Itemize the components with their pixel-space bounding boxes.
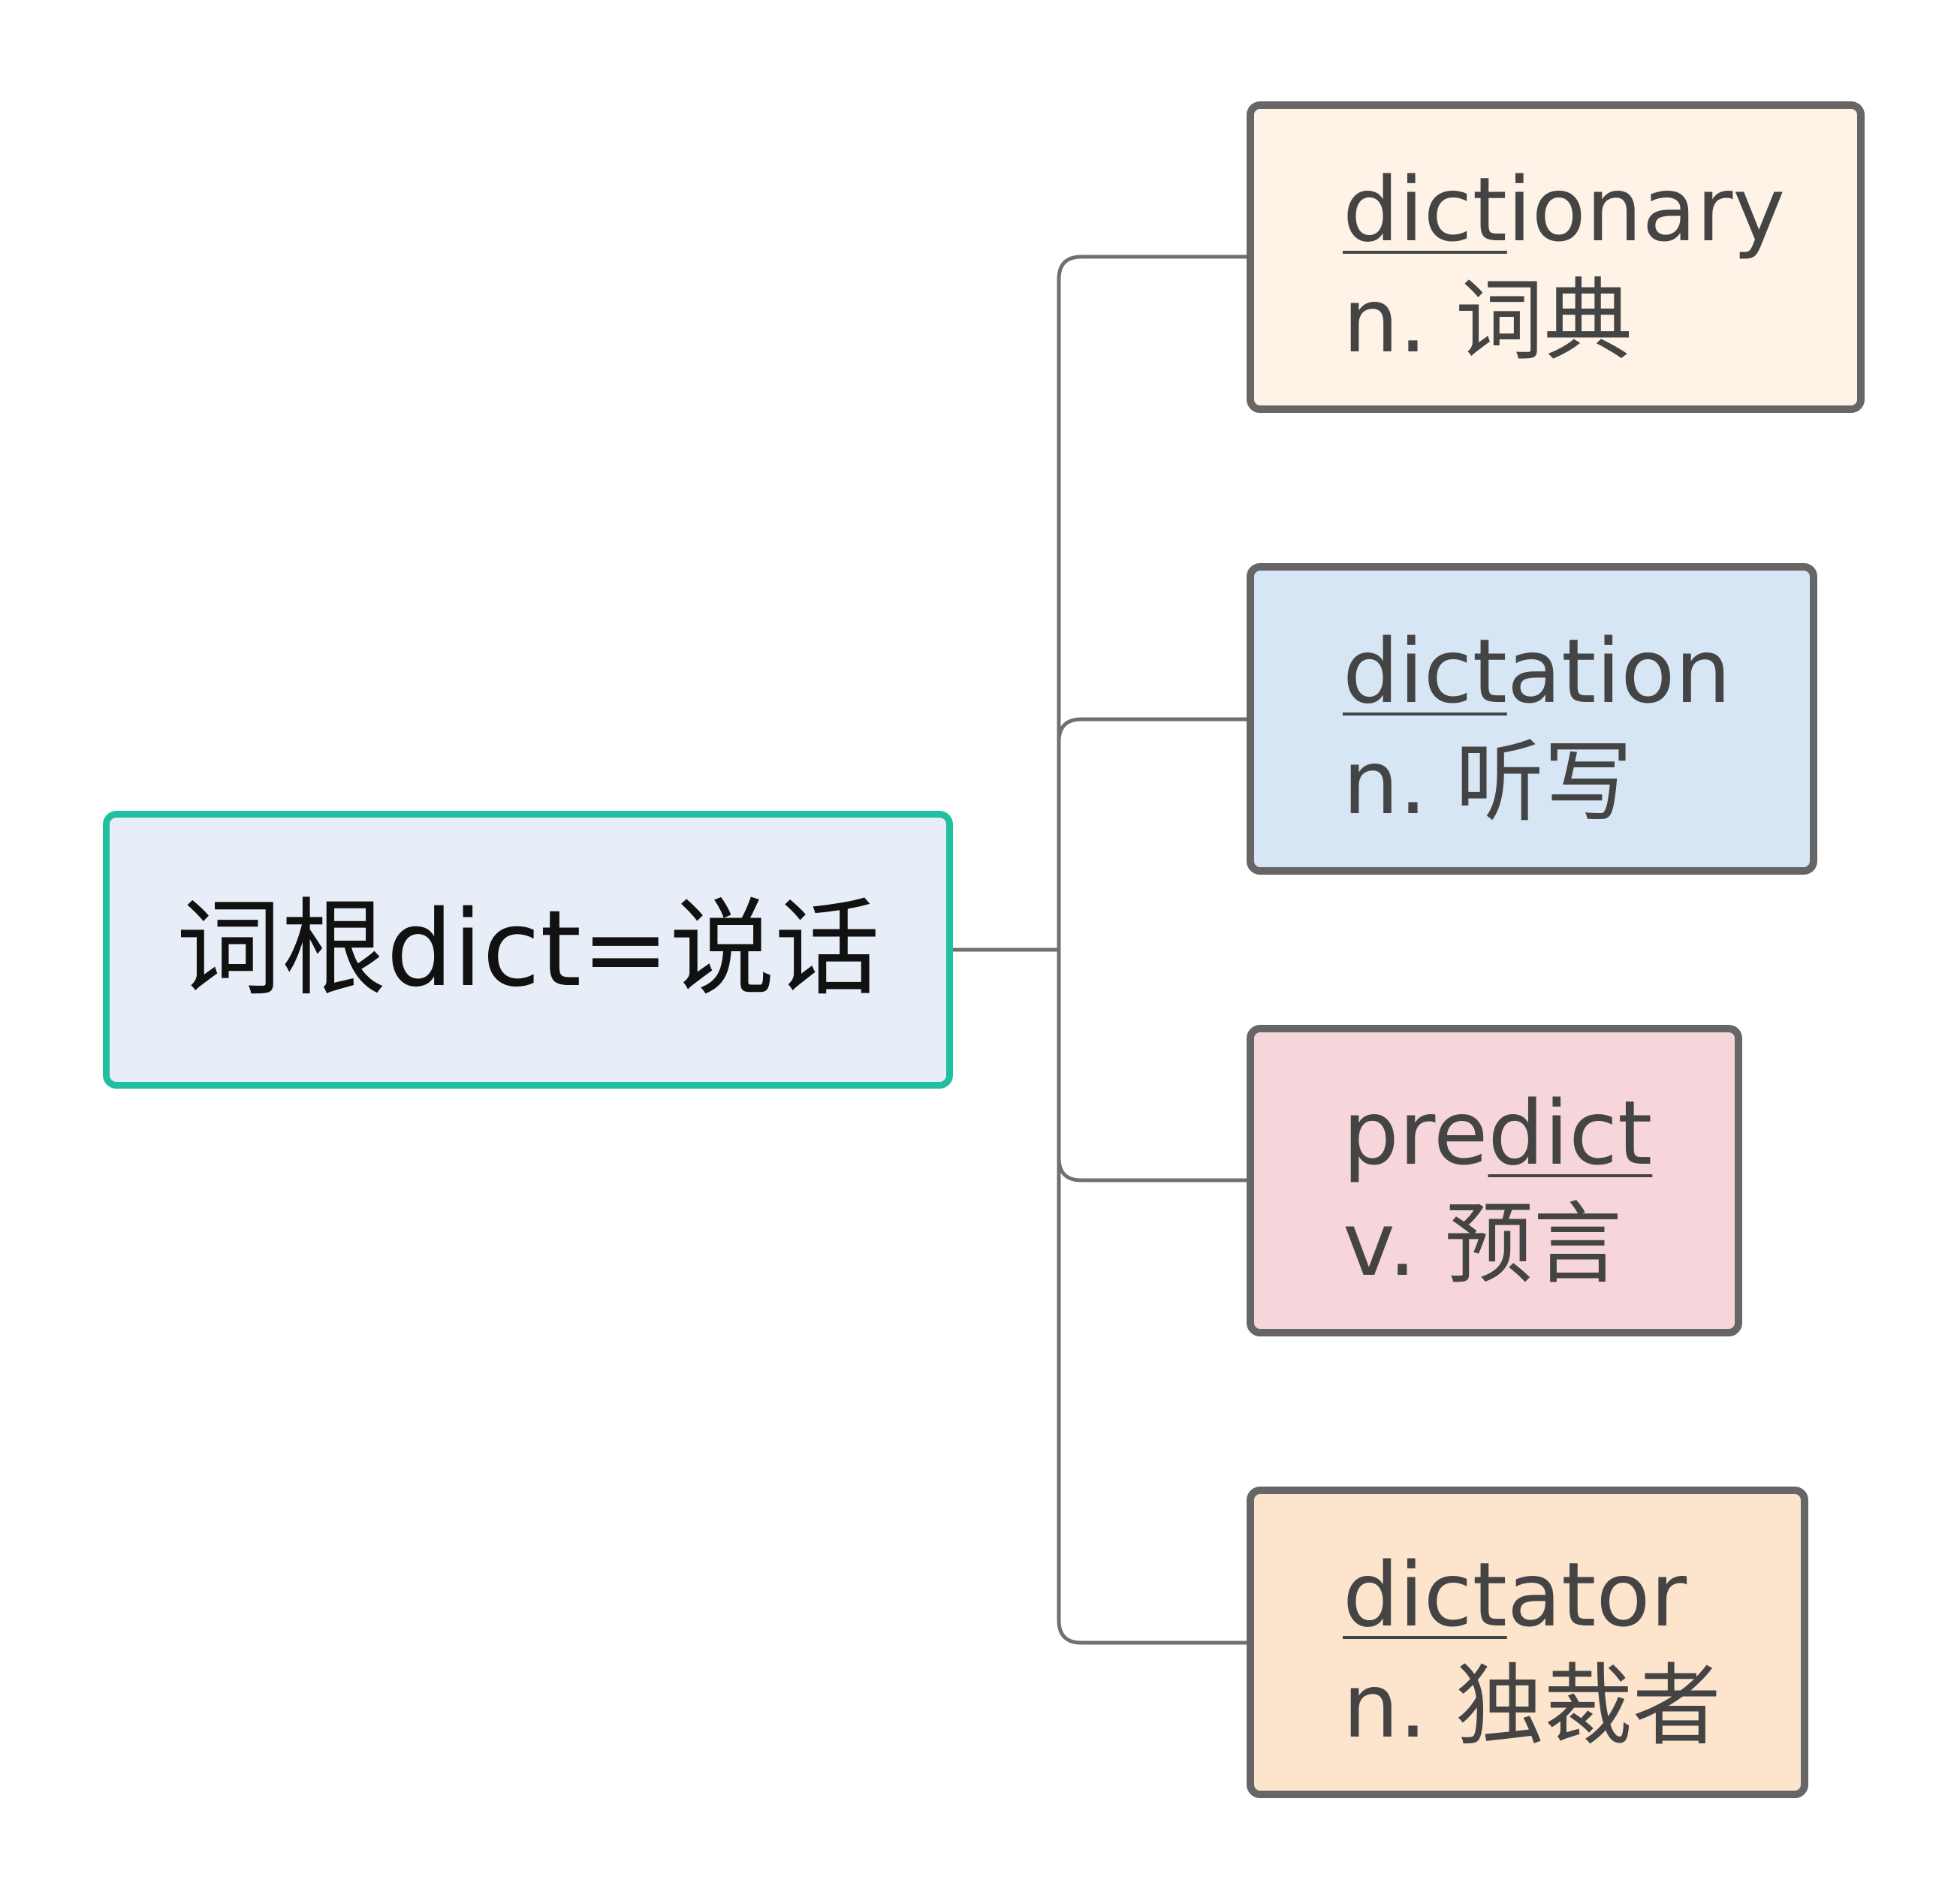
leaf-node-dictator: dictator n. 独裁者 <box>1247 1487 1808 1798</box>
leaf-word: dictation <box>1343 619 1732 723</box>
root-label: 词根dict=说话 <box>176 888 880 1011</box>
root-part: dict <box>1343 158 1507 261</box>
branch-connector-3 <box>1057 1157 1247 1182</box>
leaf-meaning: n. 词典 <box>1343 269 1633 372</box>
leaf-node-dictionary: dictionary n. 词典 <box>1247 101 1865 413</box>
root-node: 词根dict=说话 <box>103 811 953 1089</box>
leaf-meaning: n. 独裁者 <box>1343 1654 1721 1758</box>
root-part: dict <box>1343 619 1507 723</box>
leaf-word: predict <box>1343 1081 1653 1185</box>
leaf-meaning: n. 听写 <box>1343 731 1633 834</box>
root-part: dict <box>1343 1543 1507 1646</box>
root-part: dict <box>1488 1081 1653 1185</box>
branch-connector-1 <box>1057 255 1247 950</box>
leaf-node-predict: predict v. 预言 <box>1247 1025 1742 1336</box>
leaf-word: dictionary <box>1343 158 1786 261</box>
branch-connector-4 <box>1057 950 1247 1645</box>
leaf-node-dictation: dictation n. 听写 <box>1247 563 1817 875</box>
leaf-meaning: v. 预言 <box>1343 1192 1622 1296</box>
branch-connector-2 <box>1057 717 1247 743</box>
leaf-word: dictator <box>1343 1543 1687 1646</box>
